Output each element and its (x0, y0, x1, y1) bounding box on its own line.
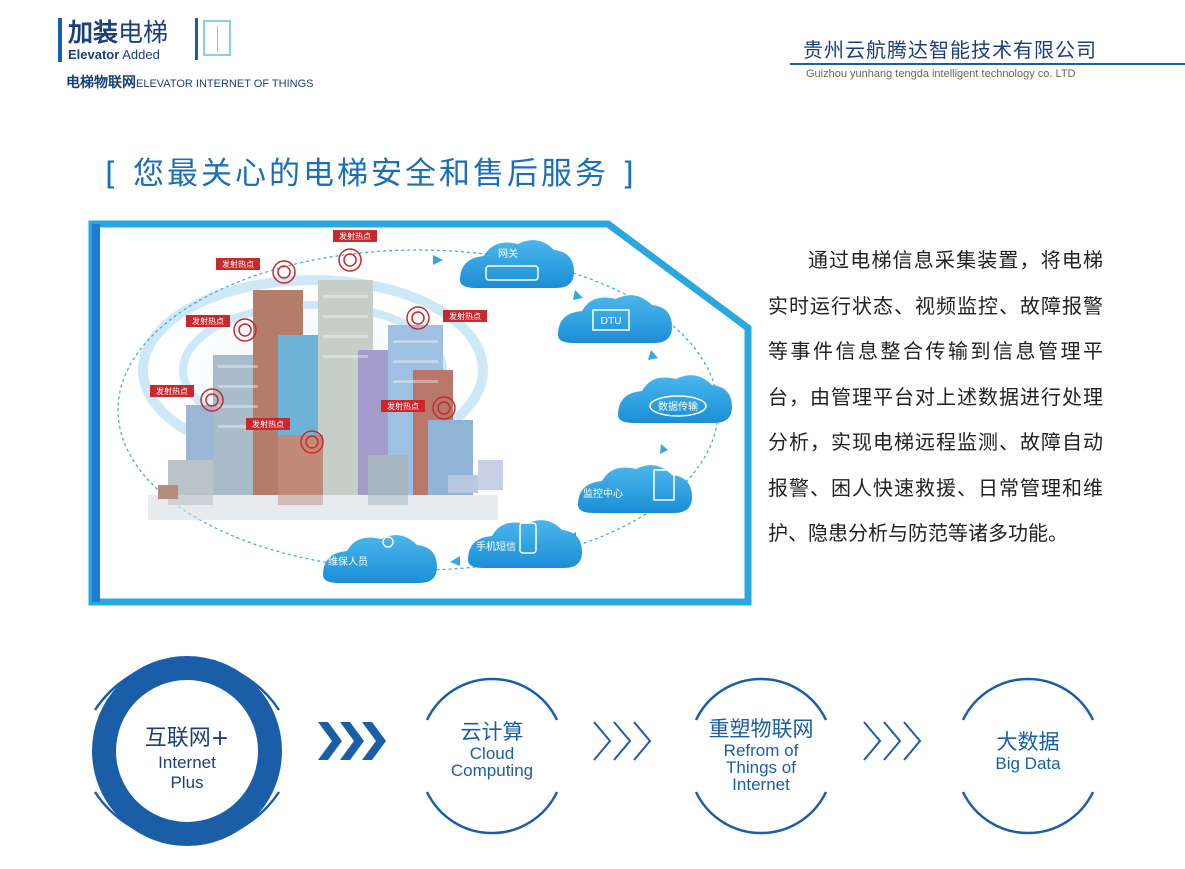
internet-plus-en-line2: Plus (170, 773, 204, 792)
iot-illustration-svg: 发射热点 发射热点 发射热点 发射热点 发射热点 发射热点 发射热点 网关 (88, 220, 752, 606)
flow-node-reshape-iot: 重塑物联网 Refrom of Things of Internet (686, 662, 836, 852)
brand-title: 加装电梯 (68, 18, 168, 48)
transmit-hotspots: 发射热点 发射热点 发射热点 发射热点 发射热点 发射热点 发射热点 (150, 230, 487, 454)
brand-subtitle: 电梯物联网ELEVATOR INTERNET OF THINGS (66, 72, 313, 92)
brand-english-light: Added (122, 47, 160, 62)
svg-text:维保人员: 维保人员 (328, 555, 368, 568)
cloud-gateway: 网关 (460, 240, 574, 288)
svg-text:网关: 网关 (498, 247, 518, 260)
flow-node-big-data: 大数据 Big Data (953, 662, 1103, 852)
cloud-dtu: DTU (558, 295, 672, 343)
brand-subtitle-cn: 电梯物联网 (66, 74, 136, 90)
flow-node-internet-plus: 互联网+ Internet Plus (92, 725, 282, 793)
chevron-bold-icon (318, 722, 386, 760)
brand-divider (195, 18, 198, 60)
service-description: 通过电梯信息采集装置，将电梯实时运行状态、视频监控、故障报警等事件信息整合传输到… (768, 248, 1103, 545)
cloud-sms: 手机短信 (468, 520, 582, 568)
svg-text:发射热点: 发射热点 (339, 231, 371, 241)
chevron-outline-icon (863, 721, 922, 761)
cloud-maintenance: 维保人员 (323, 535, 437, 583)
tech-flow: 互联网+ Internet Plus 云计算 Cloud Computing (0, 640, 1185, 869)
svg-text:数据传输: 数据传输 (658, 400, 698, 413)
brand-title-bold: 加装 (68, 18, 119, 47)
brand-english: Elevator Added (68, 48, 160, 62)
brand-title-light: 电梯 (118, 18, 169, 47)
svg-text:发射热点: 发射热点 (387, 401, 419, 411)
big-data-en: Big Data (995, 754, 1061, 773)
svg-text:监控中心: 监控中心 (583, 487, 623, 500)
cloud-monitor-center: 监控中心 (578, 465, 692, 513)
brand-english-bold: Elevator (68, 47, 120, 62)
brand-subtitle-en: ELEVATOR INTERNET OF THINGS (136, 78, 314, 90)
chevron-outline-icon (593, 721, 652, 761)
company-name-en: Guizhou yunhang tengda intelligent techn… (806, 68, 1076, 80)
cloud-computing-arcs (425, 677, 559, 835)
elevator-icon (203, 20, 231, 56)
svg-text:发射热点: 发射热点 (252, 419, 284, 429)
company-underline (790, 63, 1185, 65)
svg-text:发射热点: 发射热点 (192, 316, 224, 326)
svg-text:发射热点: 发射热点 (156, 386, 188, 396)
company-name-cn: 贵州云航腾达智能技术有限公司 (803, 38, 1097, 62)
reshape-iot-arcs (694, 677, 828, 835)
svg-text:DTU: DTU (600, 316, 621, 327)
big-data-arcs (961, 677, 1095, 835)
svg-text:发射热点: 发射热点 (449, 311, 481, 321)
svg-text:手机短信: 手机短信 (476, 540, 516, 553)
reshape-iot-en-line3: Internet (732, 775, 790, 794)
big-data-cn: 大数据 (996, 730, 1060, 754)
reshape-iot-en-line1: Refrom of (723, 741, 799, 760)
cloud-data-transfer: 数据传输 (618, 375, 732, 423)
section-title: [ 您最关心的电梯安全和售后服务 ] (105, 156, 637, 192)
cloud-computing-en-line1: Cloud (469, 744, 515, 763)
svg-text:发射热点: 发射热点 (222, 259, 254, 269)
cloud-computing-cn: 云计算 (460, 720, 524, 744)
internet-plus-en-line1: Internet (158, 753, 216, 772)
flow-node-cloud-computing: 云计算 Cloud Computing (417, 662, 567, 852)
iot-illustration: 发射热点 发射热点 发射热点 发射热点 发射热点 发射热点 发射热点 网关 (88, 220, 753, 606)
cloud-computing-en-line2: Computing (450, 761, 534, 780)
reshape-iot-en-line2: Things of (726, 758, 796, 777)
brand-accent-bar (58, 18, 62, 62)
reshape-iot-cn: 重塑物联网 (708, 717, 814, 741)
internet-plus-cn: 互联网+ (144, 726, 230, 751)
